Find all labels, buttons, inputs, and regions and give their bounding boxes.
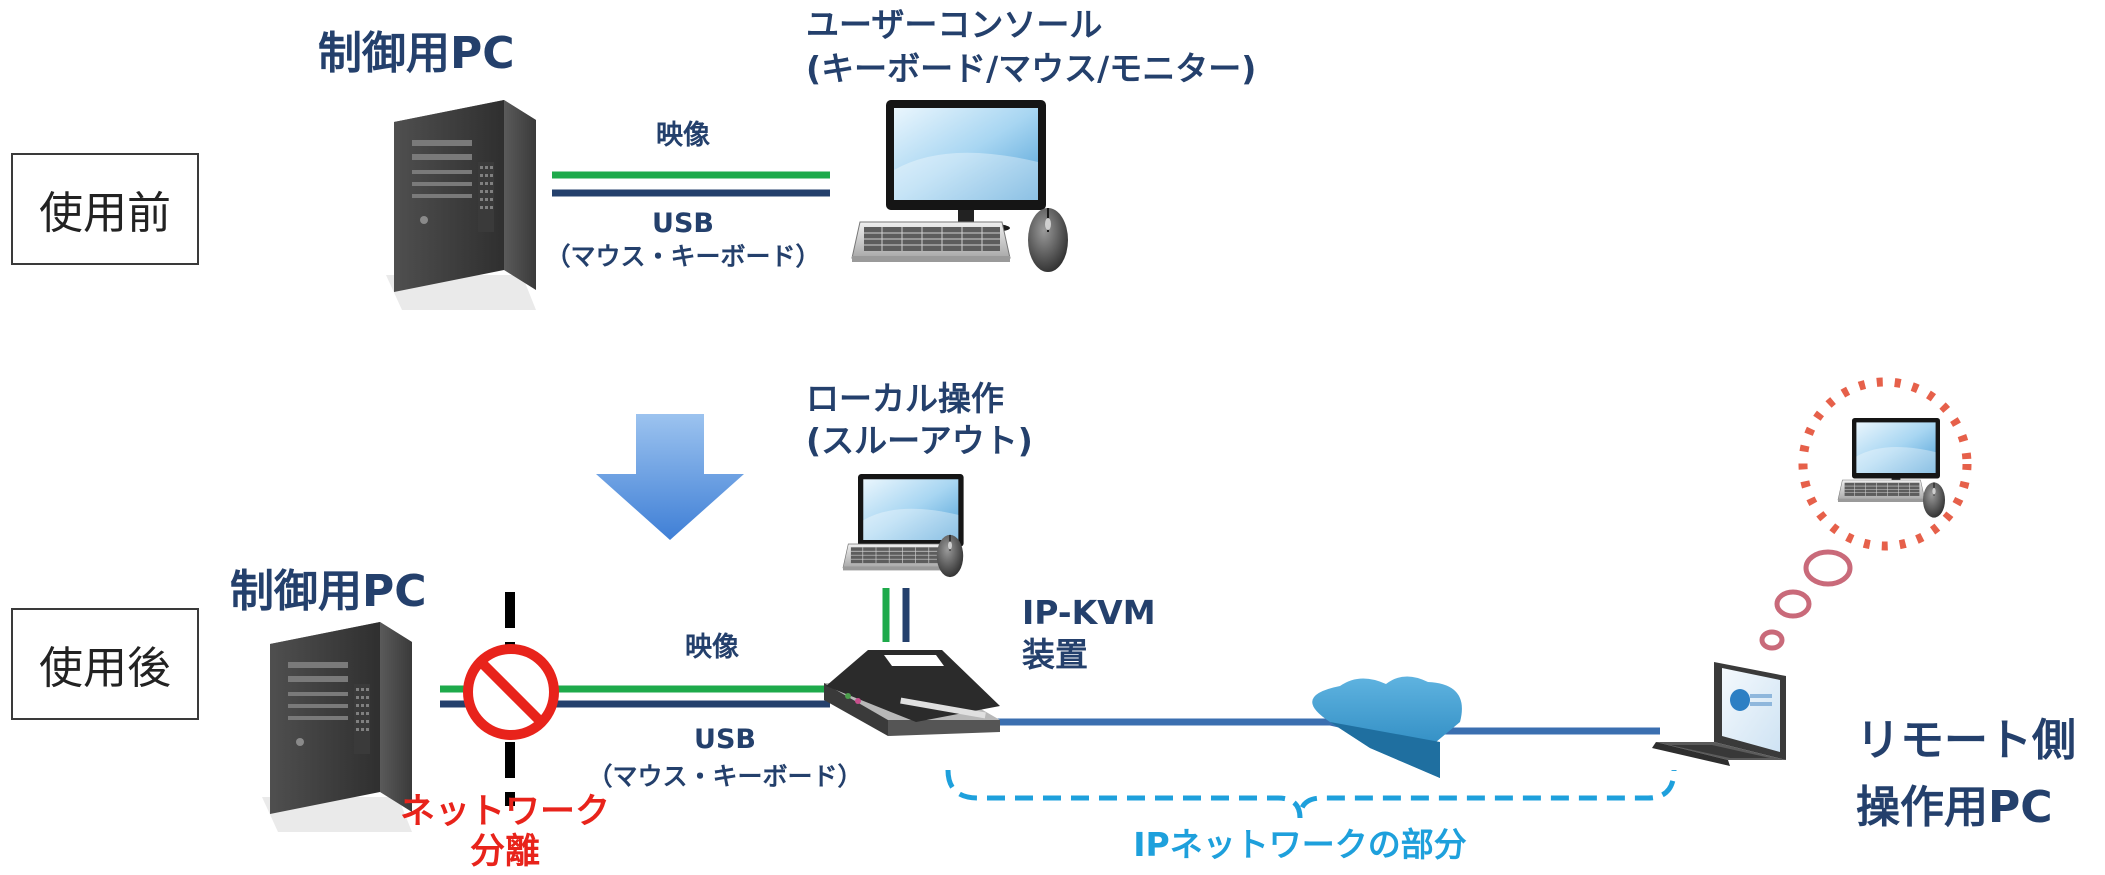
local-operation-sublabel: (スルーアウト) [806,421,1033,460]
network-separation-sublabel: 分離 [469,832,541,872]
remote-pc-label: リモート側 [1856,715,2076,766]
keyboard-icon [851,221,1011,263]
row-tag-before: 使用前 [11,153,199,265]
prohibited-icon [463,644,559,740]
kvm-switch-icon [824,650,1000,736]
ip-kvm-sublabel: 装置 [1022,635,1088,674]
video-label: 映像 [685,632,739,663]
usb-label: USB [694,724,756,755]
network-line [996,718,1660,735]
control-pc-label: 制御用PC [230,566,427,617]
laptop-icon [1652,662,1786,766]
cloud-icon [1312,676,1462,778]
usb-sublabel: （マウス・キーボード） [587,762,863,791]
keyboard-icon [1837,479,1926,503]
ip-network-bracket [945,769,1677,819]
local-operation-label: ローカル操作 [806,379,1004,418]
mouse-icon [1027,207,1069,273]
thought-bubble-icon [1759,377,1972,651]
row-tag-after: 使用後 [11,608,199,720]
tower-pc-icon [262,622,412,832]
keyboard-icon [842,543,948,571]
network-separation-label: ネットワーク [399,792,611,832]
tower-pc-icon [386,100,536,310]
ip-kvm-label: IP-KVM [1022,593,1156,632]
usb-sublabel: （マウス・キーボード） [545,242,821,271]
mouse-icon [1922,481,1946,519]
down-arrow-icon [596,414,744,540]
remote-pc-sublabel: 操作用PC [1856,782,2053,833]
ip-network-label: IPネットワークの部分 [1133,825,1467,864]
video-label: 映像 [656,120,710,151]
monitor-icon [886,100,1046,234]
control-pc-label: 制御用PC [318,28,515,79]
user-console-label: ユーザーコンソール [806,5,1103,44]
user-console-sublabel: (キーボード/マウス/モニター) [806,49,1257,88]
usb-label: USB [652,208,714,239]
mouse-icon [936,534,964,578]
